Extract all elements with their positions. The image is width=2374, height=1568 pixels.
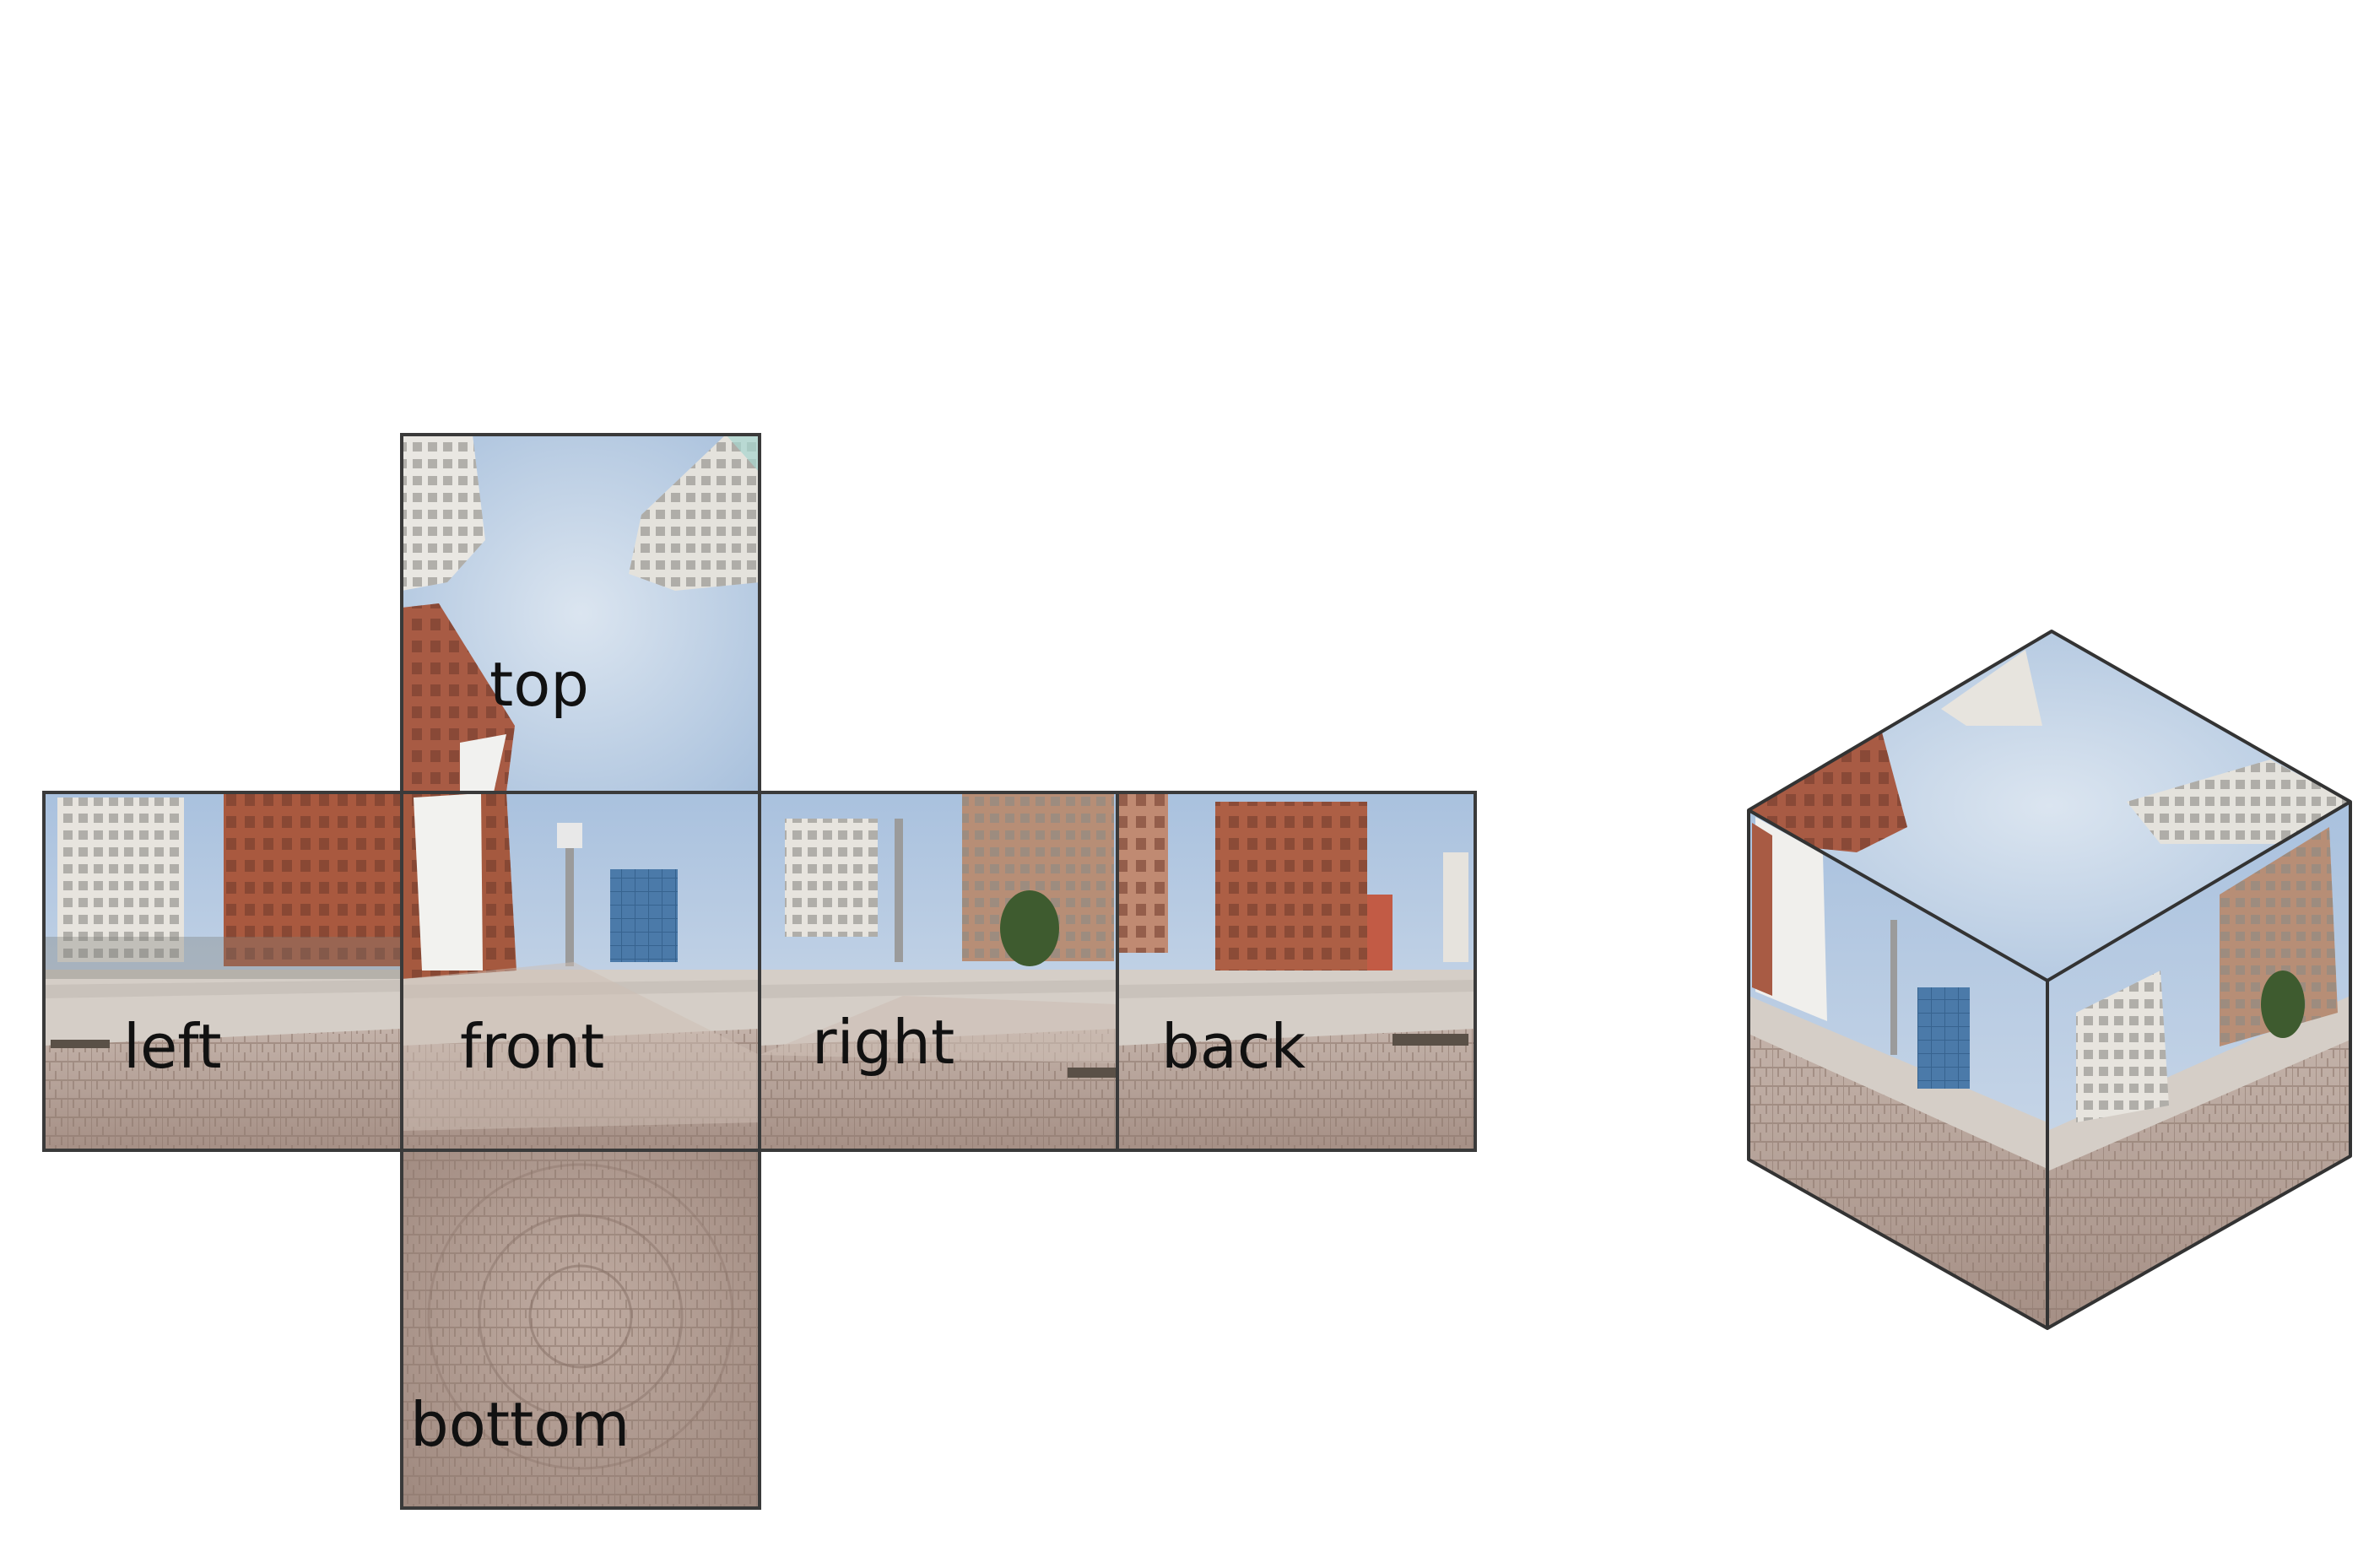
cube-edges [1747,630,2352,1330]
cube-net: top left front [42,433,1477,1510]
face-right: right [760,792,1118,1150]
face-left: left [44,792,405,1150]
face-top: top [402,435,760,792]
label-back: back [1161,1011,1306,1082]
label-left: left [123,1011,222,1082]
face-bottom: bottom [402,1150,760,1508]
cube-top-face [1749,631,2350,981]
label-front: front [460,1011,604,1082]
label-top: top [489,649,589,720]
label-right: right [812,1007,954,1078]
assembled-cube [1747,630,2352,1330]
face-back: back [1117,792,1475,1150]
net-borders [42,433,1477,1510]
label-bottom: bottom [410,1389,630,1460]
face-front: front [402,792,760,1150]
